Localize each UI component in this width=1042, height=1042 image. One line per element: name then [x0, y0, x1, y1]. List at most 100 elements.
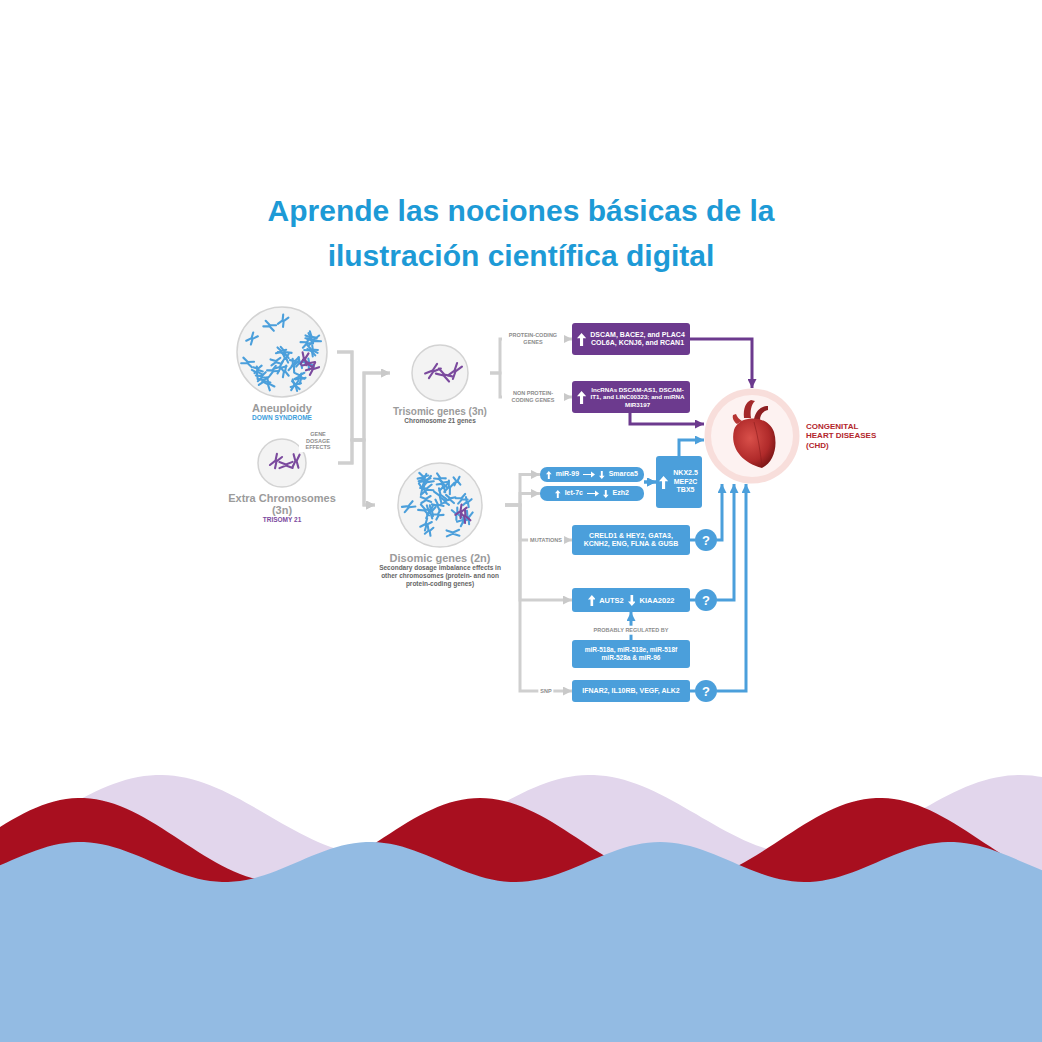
gene-text: CRELD1 & HEY2, GATA3, KCNH2, ENG, FLNA &…: [577, 532, 685, 549]
connector-arrow: [630, 413, 704, 424]
edge-label: MUTATIONS: [528, 536, 564, 545]
chromosome: [246, 332, 258, 344]
gene-text: lncRNAs DSCAM-AS1, DSCAM-IT1, and LINC00…: [590, 386, 685, 408]
connector-arrow: [717, 484, 734, 600]
chromosome: [271, 358, 282, 365]
up-arrow-icon: [546, 471, 552, 479]
chromosome: [454, 477, 461, 486]
node-subtitle: Chromosome 21 genes: [404, 417, 476, 425]
gene-text: NKX2.5 MEF2C TBX5: [672, 469, 699, 494]
chromosome: [456, 494, 468, 504]
node-heading: Aneuploidy: [252, 402, 312, 414]
chromosome: [304, 345, 318, 356]
chromosome-set-illustration: [235, 305, 329, 399]
up-arrow-icon: [588, 595, 596, 606]
wave-lilac: [0, 775, 1042, 1042]
connector-arrow: [505, 475, 540, 506]
gene-text: Ezh2: [613, 489, 629, 497]
chromosome: [445, 495, 456, 503]
chromosome-set-illustration: [396, 461, 484, 549]
chromosome: [291, 379, 298, 391]
connector-arrow: [690, 339, 752, 388]
connector-arrow: [717, 484, 746, 691]
chromosome: [460, 510, 471, 523]
chromosome: [290, 357, 301, 366]
chromosome: [241, 358, 254, 368]
chromosome-circle: Trisomic genes (3n)Chromosome 21 genes: [390, 343, 490, 425]
chromosome: [427, 505, 435, 516]
chromosome: [420, 518, 432, 530]
node-heading: Extra Chromosomes (3n): [226, 492, 338, 516]
cell-outline: [412, 345, 468, 401]
node-subtitle: TRISOMY 21: [263, 516, 302, 524]
connector-arrow: [644, 481, 656, 484]
gene-box: miR-518a, miR-518e, miR-518f miR-528a & …: [572, 640, 690, 668]
chromosome: [447, 530, 460, 537]
chromosome: [425, 364, 441, 378]
chromosome-set-illustration: [410, 343, 470, 403]
up-arrow-icon: [659, 476, 668, 489]
question-mark: ?: [702, 684, 710, 699]
gene-text: miR-518a, miR-518e, miR-518f miR-528a & …: [577, 646, 685, 662]
chromosome: [306, 363, 319, 375]
edge-label: PROTEIN-CODING GENES: [502, 331, 564, 346]
edge-label: NON PROTEIN-CODING GENES: [502, 389, 564, 404]
right-arrow-icon: [587, 490, 599, 497]
chromosome: [292, 454, 299, 468]
connector-arrow: [505, 505, 572, 600]
unknown-marker: ?: [695, 680, 717, 702]
up-arrow-icon: [577, 333, 586, 346]
heart-node: CONGENITAL HEART DISEASES (CHD): [704, 388, 882, 484]
down-arrow-icon: [603, 490, 609, 498]
unknown-marker: ?: [695, 529, 717, 551]
chromosome-circle: Disomic genes (2n)Secondary dosage imbal…: [375, 461, 505, 588]
chromosome-circle: AneuploidyDOWN SYNDROME: [227, 305, 337, 423]
chromosome: [437, 479, 449, 488]
gene-box: AUTS2 KIAA2022: [572, 588, 690, 612]
gene-text: Smarca5: [609, 470, 638, 478]
cell-outline: [237, 307, 327, 397]
down-arrow-icon: [599, 471, 605, 479]
edge-label: PROBABLY REGULATED BY: [592, 626, 671, 635]
connector-arrow: [337, 352, 375, 505]
chromosome: [270, 454, 282, 468]
chromosome: [263, 321, 276, 331]
unknown-marker: ?: [695, 589, 717, 611]
connector-arrow: [644, 481, 656, 484]
page-title: Aprende las nociones básicas de la ilust…: [221, 188, 821, 278]
chromosome: [433, 510, 443, 520]
chromosome: [448, 363, 462, 379]
chromosome: [278, 315, 289, 327]
chromosome: [419, 474, 431, 486]
heart-illustration: [704, 388, 800, 484]
gene-box: lncRNAs DSCAM-AS1, DSCAM-IT1, and LINC00…: [572, 381, 690, 413]
connector-arrow: [338, 440, 375, 505]
up-arrow-icon: [577, 391, 586, 404]
question-mark: ?: [702, 533, 710, 548]
node-subtitle: DOWN SYNDROME: [252, 414, 312, 422]
cell-outline: [398, 463, 482, 547]
gene-text: IFNAR2, IL10RB, VEGF, ALK2: [582, 687, 679, 695]
connectors: [337, 339, 752, 691]
gene-box: NKX2.5 MEF2C TBX5: [656, 456, 702, 508]
wave-blue: [0, 842, 1042, 1042]
node-heading: Disomic genes (2n): [390, 552, 491, 564]
node-heading: Trisomic genes (3n): [393, 406, 487, 417]
gene-text: DSCAM, BACE2, and PLAC4 COL6A, KCNJ6, an…: [590, 331, 685, 348]
chromosome: [267, 366, 279, 376]
gene-text: AUTS2: [599, 596, 624, 605]
gene-box: IFNAR2, IL10RB, VEGF, ALK2: [572, 680, 690, 702]
gene-box: DSCAM, BACE2, and PLAC4 COL6A, KCNJ6, an…: [572, 323, 690, 355]
chromosome: [278, 347, 292, 358]
connector-arrow: [717, 484, 722, 540]
gene-box: CRELD1 & HEY2, GATA3, KCNH2, ENG, FLNA &…: [572, 525, 690, 555]
right-arrow-icon: [583, 471, 595, 478]
down-arrow-icon: [628, 595, 636, 606]
connector-arrow: [505, 505, 572, 691]
gene-text: miR-99: [556, 470, 579, 478]
gene-text: KIAA2022: [639, 596, 674, 605]
chromosome: [421, 496, 432, 503]
disease-label: CONGENITAL HEART DISEASES (CHD): [806, 422, 882, 451]
connector-arrow: [505, 494, 540, 506]
